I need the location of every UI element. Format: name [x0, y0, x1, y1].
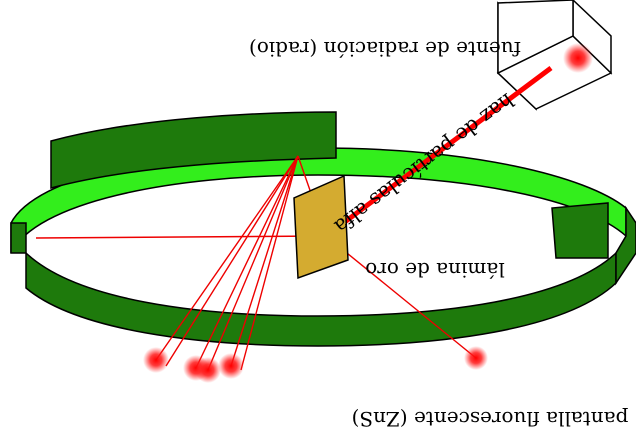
spot-5 — [464, 346, 488, 370]
spot-3 — [195, 357, 221, 383]
screen-front-left-panel — [50, 111, 337, 189]
screen-label: pantalla fluorescente (ZnS) — [352, 407, 629, 431]
gold-foil — [293, 174, 349, 280]
radiation-source-label: fuente de radiación (radio) — [249, 37, 521, 61]
spot-4 — [218, 353, 244, 379]
spot-1 — [143, 347, 169, 373]
screen-left-end — [615, 205, 636, 286]
radiation-source-box — [496, 0, 613, 111]
screen-back-right-panel — [551, 202, 609, 259]
gold-foil-label: lámina de oro — [365, 258, 504, 282]
alpha-beam — [324, 65, 553, 239]
radiation-glow — [563, 43, 593, 73]
deflected-rays — [35, 155, 477, 371]
screen-right-end — [10, 222, 27, 254]
scintillation-spots — [143, 346, 488, 383]
